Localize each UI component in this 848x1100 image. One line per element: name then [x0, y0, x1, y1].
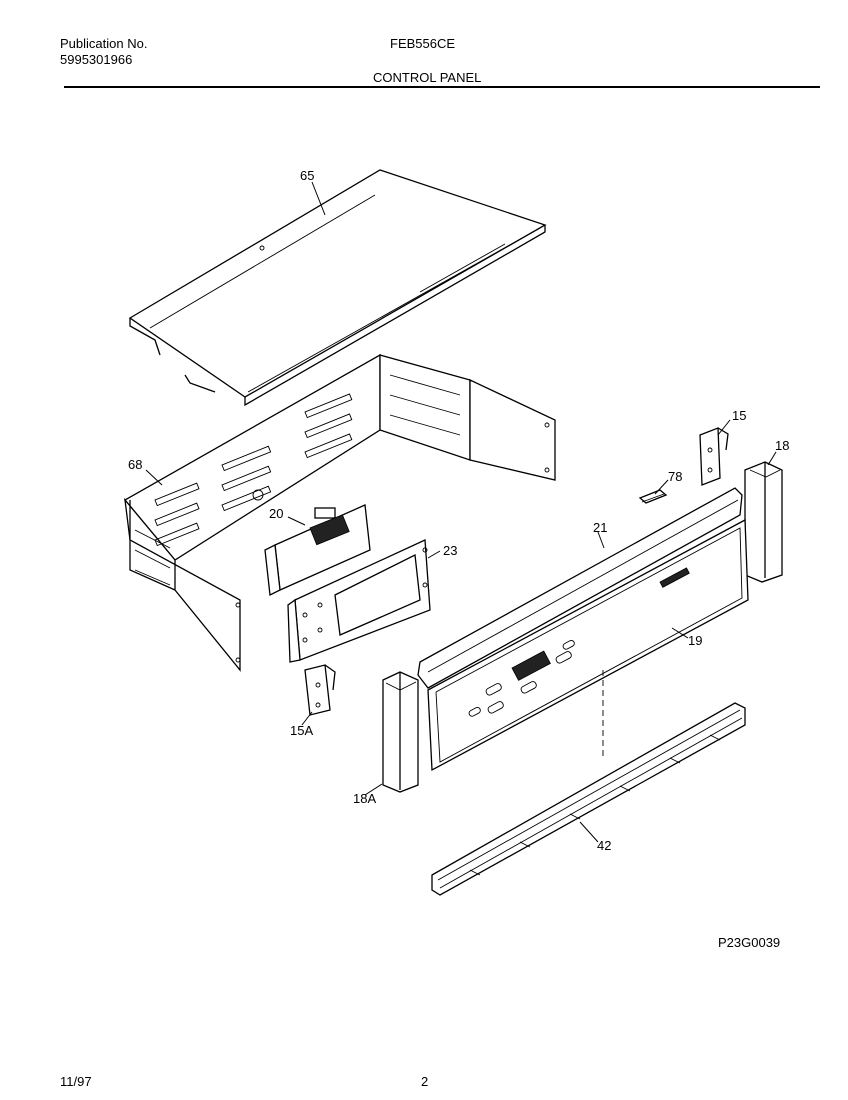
callout-23: 23: [443, 543, 457, 558]
part-19-faceplate: [427, 518, 749, 772]
section-title: CONTROL PANEL: [373, 70, 482, 85]
part-20-control-board: [264, 504, 371, 596]
part-68-housing: [124, 353, 556, 672]
part-15-bracket: [699, 427, 729, 486]
part-23-bracket: [287, 539, 431, 663]
callout-78: 78: [668, 469, 682, 484]
model-number: FEB556CE: [390, 36, 456, 51]
callout-15A: 15A: [290, 723, 313, 738]
part-42-vent-grille: [431, 702, 746, 896]
part-65-top-cover: [128, 169, 547, 407]
part-18A-end-cap: [382, 671, 419, 793]
callout-18A: 18A: [353, 791, 376, 806]
part-18-end-cap: [744, 461, 783, 583]
callout-21: 21: [593, 520, 607, 535]
callout-18: 18: [775, 438, 789, 453]
leader-lines: [145, 181, 777, 843]
footer-page-number: 2: [421, 1074, 429, 1089]
header-rule: [64, 86, 820, 88]
diagram-code: P23G0039: [718, 935, 781, 950]
callout-20: 20: [269, 506, 283, 521]
part-21-trim: [417, 487, 743, 689]
part-15A-bracket: [304, 664, 336, 716]
footer-date: 11/97: [60, 1074, 92, 1089]
publication-label: Publication No.: [60, 36, 148, 51]
callout-19: 19: [688, 633, 702, 648]
part-78-clip: [638, 489, 668, 504]
publication-number: 5995301966: [60, 52, 133, 67]
callout-42: 42: [597, 838, 611, 853]
callout-65: 65: [300, 168, 314, 183]
callout-15: 15: [732, 408, 746, 423]
callout-68: 68: [128, 457, 142, 472]
